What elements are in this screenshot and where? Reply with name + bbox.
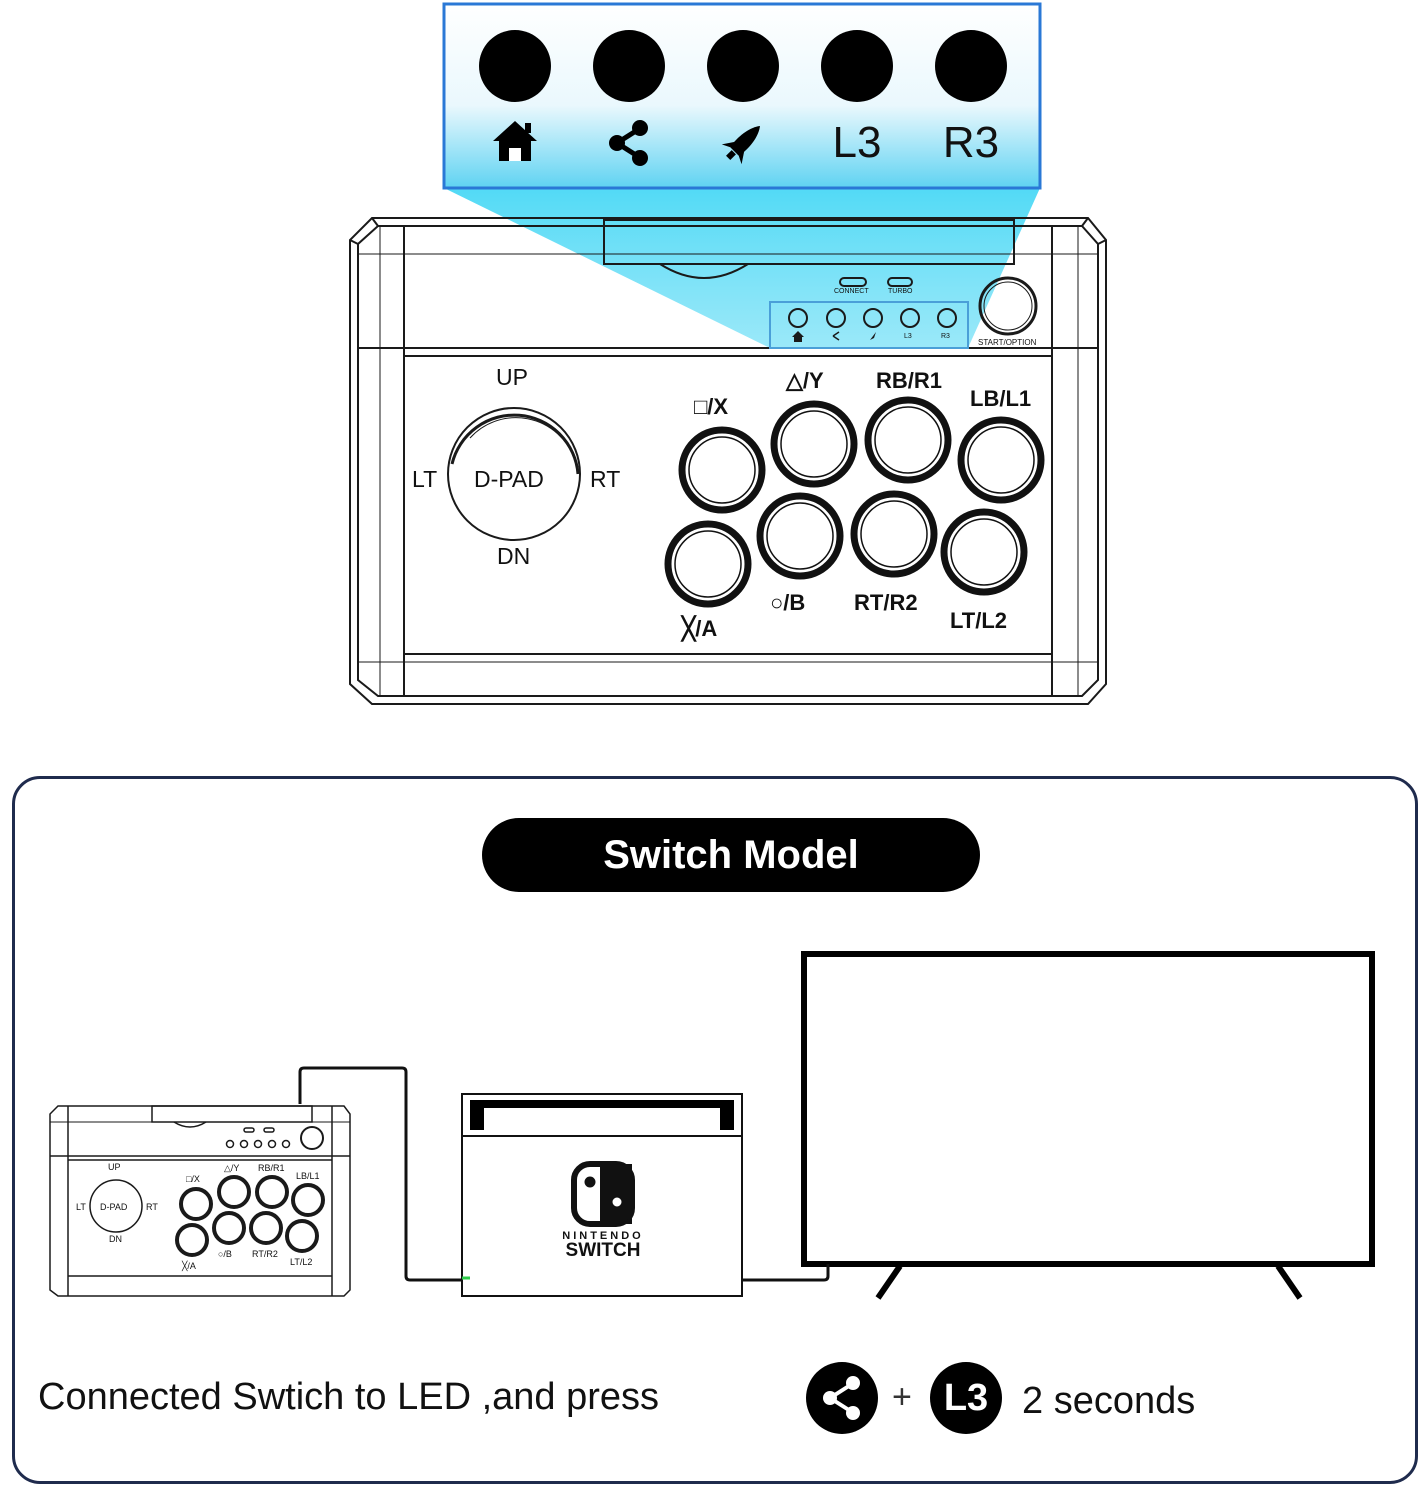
label-rt-r2: RT/R2 [854, 590, 918, 615]
instruction-prefix: Connected Swtich to LED ,and press [38, 1376, 660, 1418]
callout-button-share [593, 30, 665, 102]
label-o-b: ○/B [770, 590, 806, 615]
button-lt-l2 [940, 508, 1028, 596]
mini-dpad-up: UP [108, 1162, 121, 1172]
switch-brand-top: NINTENDO [562, 1230, 644, 1242]
label-x-a: ╳/A [682, 616, 718, 641]
callout-label-r3: R3 [942, 118, 1000, 167]
share-icon [609, 120, 648, 166]
dpad-center-label: D-PAD [474, 466, 544, 492]
button-o-b [756, 492, 844, 580]
callout-button-r3 [935, 30, 1007, 102]
mini-button-share [826, 308, 846, 328]
mini-label-lb-l1: LB/L1 [296, 1171, 320, 1181]
mini-icons [792, 331, 876, 342]
mini-button-r3 [937, 308, 957, 328]
callout-button-home [479, 30, 551, 102]
mini-dpad-left: LT [76, 1202, 86, 1212]
label-lb-l1: LB/L1 [970, 386, 1032, 411]
callout-label-l3: L3 [832, 118, 882, 167]
switch-brand-bottom: SWITCH [565, 1240, 641, 1261]
arcade-stick-large [349, 217, 1107, 705]
label-tri-y: △/Y [786, 368, 824, 393]
turbo-label: TURBO [888, 288, 913, 295]
dpad-up-label: UP [496, 364, 528, 390]
button-rb-r1 [864, 396, 952, 484]
label-lt-l2: LT/L2 [950, 608, 1008, 633]
mini-label-x-a: ╳/A [182, 1261, 196, 1271]
dpad-left-label: LT [412, 466, 438, 492]
mini-home-icon [792, 331, 804, 342]
mini-label-rt-r2: RT/R2 [252, 1249, 278, 1259]
mini-button-turbo [863, 308, 883, 328]
instruction-plus: + [892, 1378, 912, 1416]
instruction-suffix: 2 seconds [1022, 1380, 1196, 1422]
mini-rocket-icon [870, 332, 876, 340]
dpad-down-label: DN [497, 543, 531, 569]
connect-label: CONNECT [834, 288, 869, 295]
mini-label-sq-x: □/X [186, 1174, 200, 1184]
mini-dpad-down: DN [109, 1234, 122, 1244]
panel-title: Switch Model [482, 818, 980, 892]
mini-share-icon [832, 331, 840, 341]
mini-l3-label: L3 [904, 333, 912, 340]
mini-label-o-b: ○/B [218, 1249, 232, 1259]
button-tri-y [770, 400, 858, 488]
top-diagram-graphics [349, 2, 1107, 705]
button-lb-l1 [957, 416, 1045, 504]
callout-button-turbo [707, 30, 779, 102]
mini-button-row [769, 301, 969, 349]
button-rt-r2 [850, 490, 938, 578]
mini-button-l3 [900, 308, 920, 328]
mini-button-home [788, 308, 808, 328]
mini-r3-label: R3 [941, 333, 950, 340]
label-rb-r1: RB/R1 [876, 368, 943, 393]
mini-dpad-right: RT [146, 1202, 158, 1212]
button-x-a [664, 520, 752, 608]
start-option-label: START/OPTION [978, 338, 1037, 347]
callout-button-l3 [821, 30, 893, 102]
home-icon [493, 121, 537, 161]
dpad-right-label: RT [590, 466, 621, 492]
mini-label-tri-y: △/Y [224, 1163, 240, 1173]
l3-badge: L3 [930, 1362, 1002, 1434]
rocket-icon [721, 126, 760, 165]
button-sq-x [678, 426, 766, 514]
mini-label-rb-r1: RB/R1 [258, 1163, 285, 1173]
mini-label-lt-l2: LT/L2 [290, 1257, 313, 1267]
joystick-dpad [447, 407, 581, 541]
label-sq-x: □/X [694, 394, 729, 419]
action-buttons [664, 396, 1045, 608]
mini-dpad-center: D-PAD [100, 1202, 128, 1212]
